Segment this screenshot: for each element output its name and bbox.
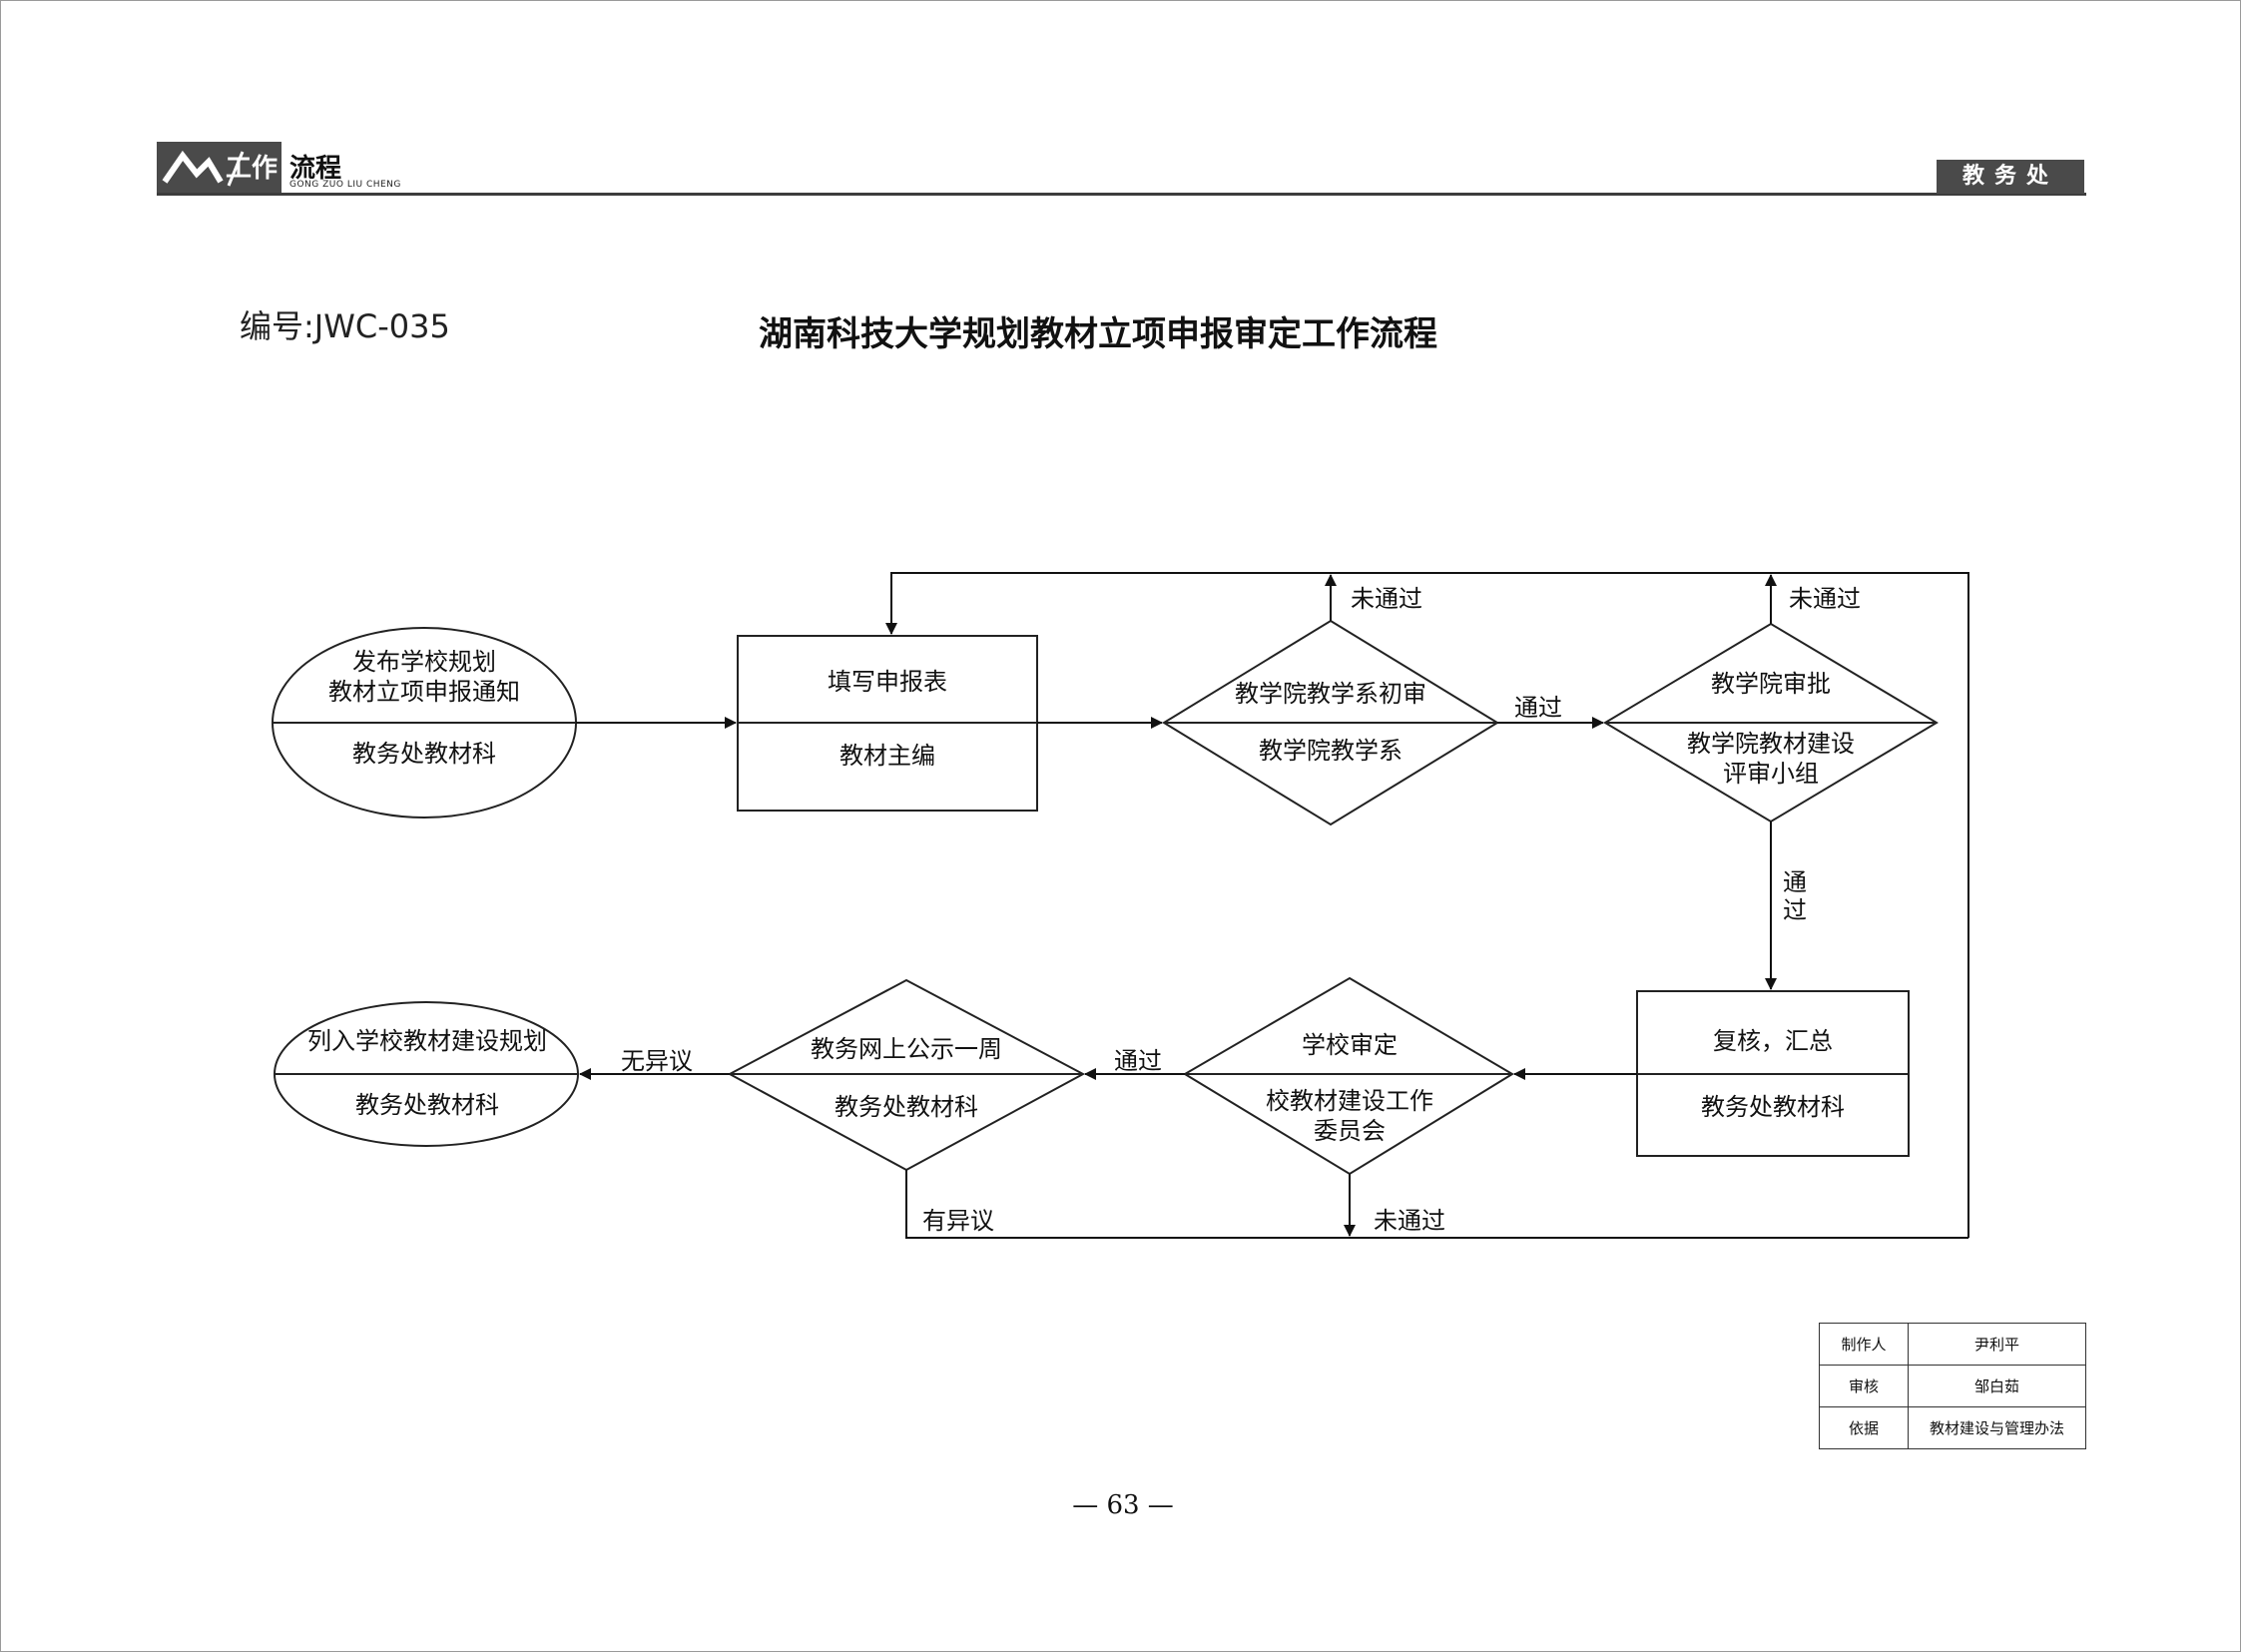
recheck-node-label: 复核，汇总: [1713, 1027, 1833, 1055]
end-node-owner: 教务处教材科: [355, 1091, 499, 1119]
dept-review-node-shape: [1162, 619, 1499, 826]
start-line1: 发布学校规划: [352, 648, 496, 676]
department-badge: 教务处: [1937, 160, 2084, 194]
signoff-value: 教材建设与管理办法: [1908, 1406, 2086, 1449]
edge-label-pass-2: 通 过: [1780, 868, 1810, 924]
school-owner-line1: 校教材建设工作: [1266, 1087, 1433, 1115]
start-node-label: 发布学校规划 教材立项申报通知: [289, 647, 559, 707]
dept-review-node-label: 教学院教学系初审: [1235, 680, 1426, 708]
college-owner-line2: 评审小组: [1723, 760, 1819, 788]
dept-review-node-owner: 教学院教学系: [1259, 737, 1402, 765]
signoff-row: 制作人 尹利平: [1819, 1323, 2086, 1366]
page-title: 湖南科技大学规划教材立项申报审定工作流程: [759, 314, 1437, 354]
college-approve-node-owner: 教学院教材建设 评审小组: [1621, 729, 1921, 789]
signoff-value: 尹利平: [1908, 1323, 2086, 1366]
signoff-value: 邹白茹: [1908, 1365, 2086, 1407]
start-node-owner: 教务处教材科: [352, 740, 496, 768]
pass-2-char1: 通: [1783, 868, 1807, 896]
objection-loop: [905, 1170, 1968, 1239]
edge-label-pass-3: 通过: [1114, 1047, 1162, 1075]
school-review-node-label: 学校审定: [1302, 1031, 1398, 1059]
signoff-table: 制作人 尹利平 审核 邹白茹 依据 教材建设与管理办法: [1819, 1323, 2086, 1449]
school-owner-line2: 委员会: [1314, 1117, 1386, 1145]
publicity-node-owner: 教务处教材科: [835, 1093, 978, 1121]
signoff-label: 依据: [1819, 1406, 1909, 1449]
edge-label-pass-1: 通过: [1514, 694, 1562, 722]
publicity-node-label: 教务网上公示一周: [811, 1035, 1002, 1063]
edge-label-fail-1: 未通过: [1351, 585, 1422, 613]
college-approve-node-label: 教学院审批: [1711, 670, 1831, 698]
fill-form-node-owner: 教材主编: [840, 742, 935, 770]
logo-subtitle: GONG ZUO LIU CHENG: [289, 180, 401, 190]
signoff-label: 制作人: [1819, 1323, 1909, 1366]
edge-label-fail-3: 未通过: [1374, 1207, 1445, 1235]
edge-label-no-objection: 无异议: [621, 1047, 693, 1075]
logo-text-suffix: 流程: [289, 154, 342, 184]
logo-text-main: 工作: [226, 154, 279, 184]
end-node-label: 列入学校教材建设规划: [307, 1027, 547, 1055]
signoff-row: 依据 教材建设与管理办法: [1819, 1406, 2086, 1449]
pass-2-char2: 过: [1783, 896, 1807, 924]
start-line2: 教材立项申报通知: [328, 678, 520, 706]
edge-label-objection: 有异议: [922, 1207, 994, 1235]
school-review-node-owner: 校教材建设工作 委员会: [1200, 1086, 1499, 1146]
signoff-label: 审核: [1819, 1365, 1909, 1407]
fill-form-node-label: 填写申报表: [828, 668, 947, 696]
page-number: — 63 —: [1072, 1490, 1174, 1520]
header-rule: [157, 193, 2086, 196]
signoff-row: 审核 邹白茹: [1819, 1365, 2086, 1407]
college-owner-line1: 教学院教材建设: [1687, 730, 1855, 758]
document-number: 编号:JWC-035: [240, 307, 450, 345]
edge-label-fail-2: 未通过: [1789, 585, 1861, 613]
logo-mountain-icon: [157, 142, 281, 194]
feedback-loop: [885, 572, 1969, 1238]
recheck-node-owner: 教务处教材科: [1701, 1093, 1845, 1121]
